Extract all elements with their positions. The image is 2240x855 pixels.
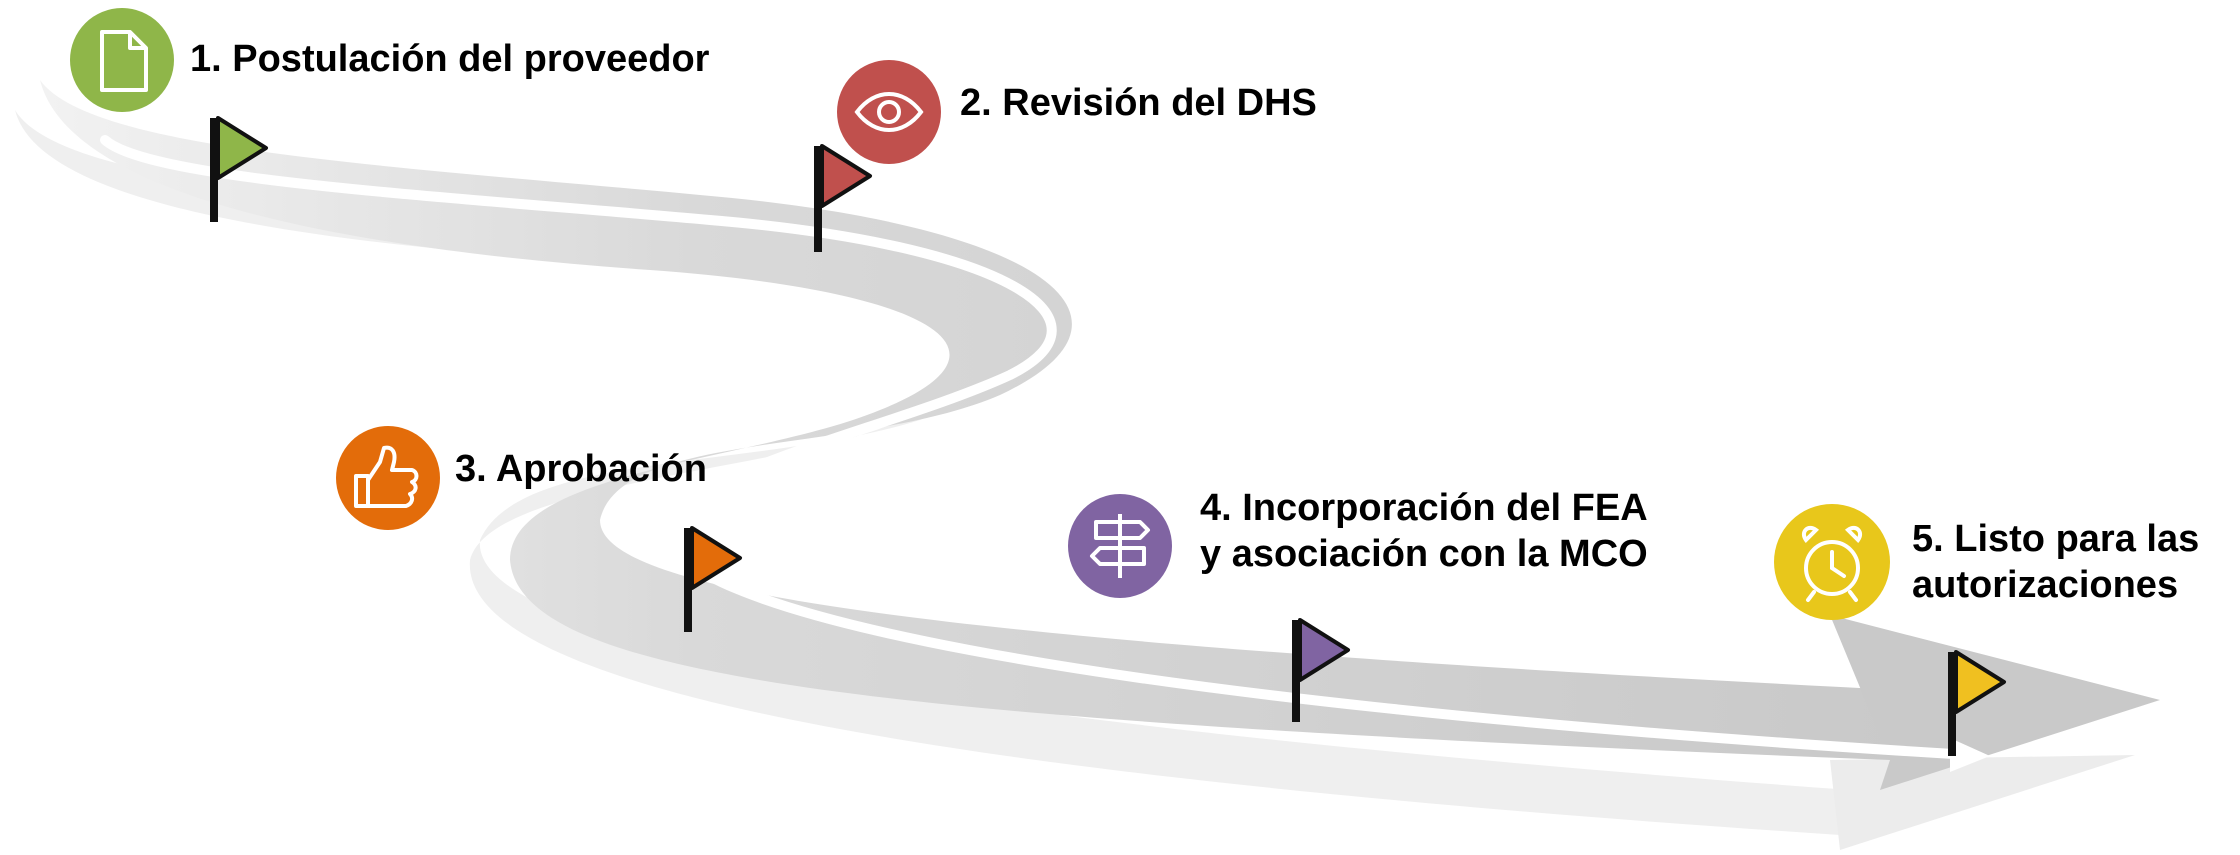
flag-step-4: [1292, 618, 1350, 722]
flag-step-1: [210, 116, 268, 222]
flag-step-3: [684, 526, 742, 632]
step-4-label-line1: 4. Incorporación del FEA: [1200, 487, 1648, 529]
step-1-icon-circle: [70, 8, 174, 112]
step-2-icon-circle: [837, 60, 941, 164]
alarm-clock-icon: [1801, 525, 1863, 602]
step-3-label-line1: 3. Aprobación: [455, 448, 707, 490]
road-line: [100, 135, 1990, 772]
step-2-label-line1: 2. Revisión del DHS: [960, 82, 1317, 124]
eye-icon: [854, 92, 924, 132]
flag-step-5: [1948, 650, 2006, 756]
step-5-label: 5. Listo para las autorizaciones: [1912, 516, 2199, 608]
thumbs-up-icon: [354, 445, 419, 508]
flag-cloth: [690, 526, 742, 590]
step-1-label: 1. Postulación del proveedor: [190, 36, 709, 82]
flag-cloth: [1954, 650, 2006, 714]
step-1-label-line1: 1. Postulación del proveedor: [190, 38, 710, 80]
flag-step-2: [814, 144, 872, 252]
step-5-label-line2: autorizaciones: [1912, 564, 2179, 606]
flag-cloth: [216, 116, 268, 180]
flag-cloth: [1298, 618, 1350, 682]
step-4-icon-circle: [1068, 494, 1172, 598]
road: [40, 80, 2160, 790]
step-4-label: 4. Incorporación del FEA y asociación co…: [1200, 485, 1648, 577]
document-icon: [100, 30, 148, 92]
step-3-icon-circle: [336, 426, 440, 530]
flags-layer: [210, 116, 2006, 756]
step-4-label-line2: y asociación con la MCO: [1200, 533, 1648, 575]
step-2-label: 2. Revisión del DHS: [960, 80, 1317, 126]
step-3-label: 3. Aprobación: [455, 446, 707, 492]
step-5-label-line1: 5. Listo para las: [1912, 518, 2200, 560]
signpost-icon: [1090, 514, 1150, 578]
step-5-icon-circle: [1774, 504, 1890, 620]
flag-cloth: [820, 144, 872, 208]
